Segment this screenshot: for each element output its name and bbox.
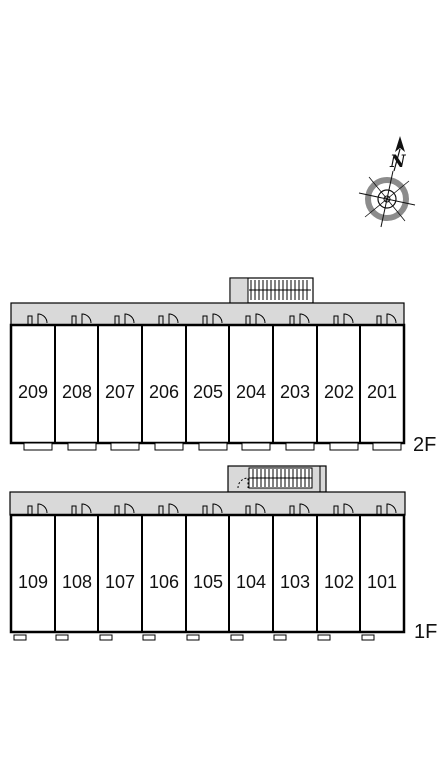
unit-block-1f [9,513,406,634]
stair-treads-1f [249,469,312,487]
unit-105: 105 [193,572,223,592]
floor-2f: 209 208 207 206 205 204 203 202 201 2F [9,277,436,456]
stair-treads-2f [249,280,311,300]
stair-door-1f [237,477,249,489]
unit-106: 106 [149,572,179,592]
unit-202: 202 [324,382,354,402]
floor-label-2f: 2F [413,434,436,456]
unit-208: 208 [62,382,92,402]
dividers-1f [54,515,361,632]
unit-block-2f [9,323,406,445]
unit-103: 103 [280,572,310,592]
unit-209: 209 [18,382,48,402]
dividers-2f [54,325,361,443]
floor-1f: 109 108 107 106 105 104 103 102 101 1F [9,465,437,643]
compass-ring-icon [365,177,409,221]
unit-107: 107 [105,572,135,592]
floor-label-1f: 1F [414,621,437,643]
north-arrow-icon [395,136,405,152]
compass: N [358,136,416,228]
unit-108: 108 [62,572,92,592]
unit-204: 204 [236,382,266,402]
doors-1f [27,503,397,515]
balconies-2f [23,442,402,451]
north-label: N [389,152,407,172]
unit-206: 206 [149,382,179,402]
unit-102: 102 [324,572,354,592]
unit-207: 207 [105,382,135,402]
unit-205: 205 [193,382,223,402]
unit-203: 203 [280,382,310,402]
unit-labels-2f: 209 208 207 206 205 204 203 202 201 [18,382,397,402]
unit-labels-1f: 109 108 107 106 105 104 103 102 101 [18,572,397,592]
fixtures-1f [13,634,375,641]
doors-2f [27,313,397,325]
unit-104: 104 [236,572,266,592]
unit-101: 101 [367,572,397,592]
unit-201: 201 [367,382,397,402]
unit-109: 109 [18,572,48,592]
